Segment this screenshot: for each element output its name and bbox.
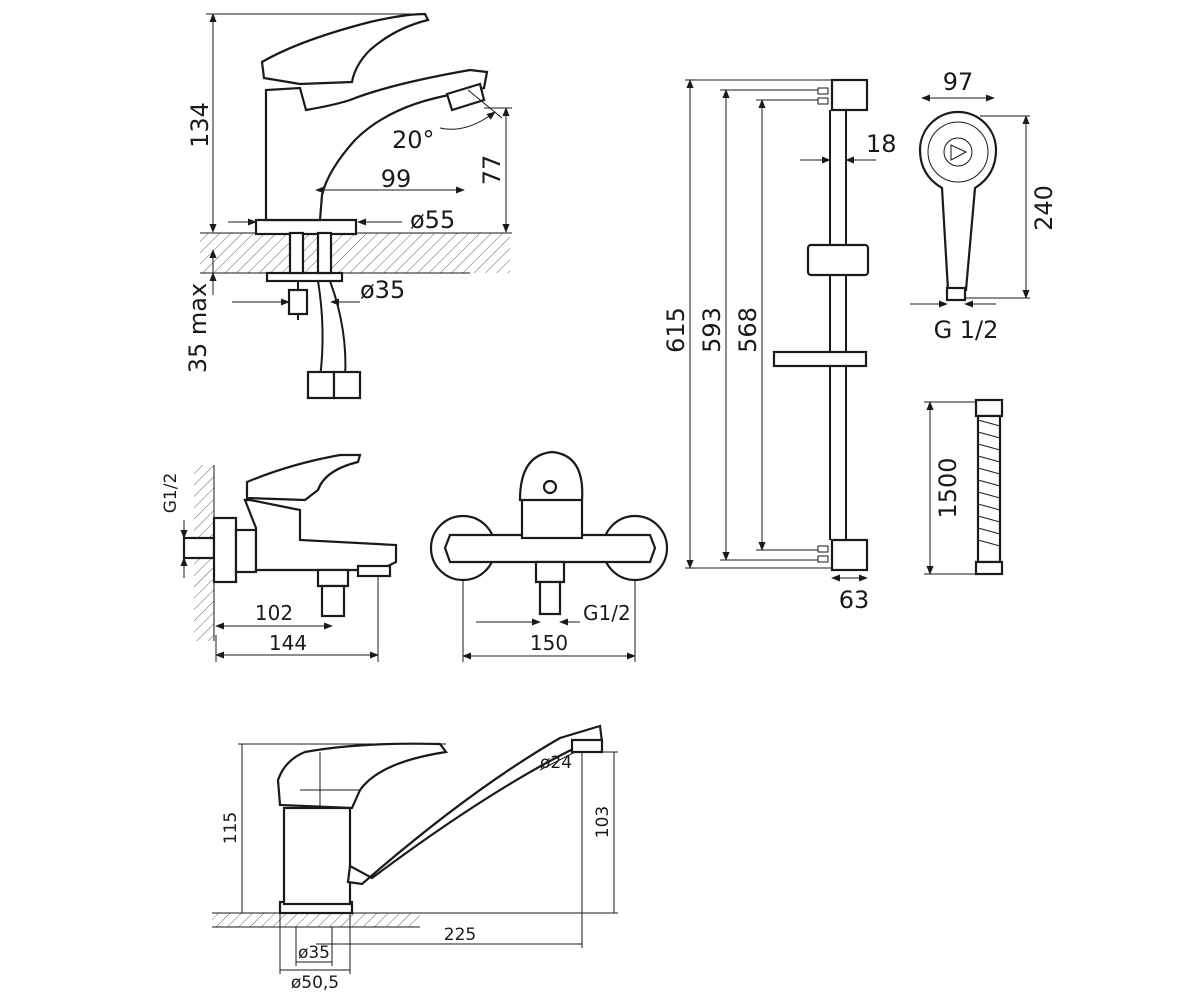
basin-reach-label: 99 [381,165,412,193]
sink-reach-label: 225 [444,925,476,945]
basin-angle-label: 20° [392,126,435,154]
shower-length-label: 240 [1030,185,1058,231]
rail-top-screws-icon [817,87,829,105]
bath-mixer-side-drawing: G1/2 102 144 [161,453,398,662]
rail-offset-label: 18 [866,130,897,158]
shower-head-diameter-label: 97 [943,68,974,96]
basin-mixer-drawing: 134 20° 99 77 ø55 ø35 35 max [184,12,512,400]
basin-base-diameter-label: ø55 [410,206,455,234]
bath-mixer-front-drawing: G1/2 150 [429,450,669,662]
rail-length-label: 568 [734,307,762,353]
bath-depth-label: 144 [269,631,307,655]
shower-thread-label: G 1/2 [934,316,999,344]
sink-spout-height-label: 103 [593,806,613,838]
hose-length-label: 1500 [934,457,962,518]
basin-max-thickness-label: 35 max [184,283,212,373]
hose-drawing: 1500 [924,398,1004,576]
sink-height-label: 115 [221,812,241,844]
bath-inlet-thread-label: G1/2 [161,473,181,514]
bath-outlet-thread-label: G1/2 [583,601,631,625]
rail-bracket-height-label: 593 [698,307,726,353]
bath-offset-label: 102 [255,601,293,625]
basin-height-label: 134 [186,102,214,148]
hand-shower-drawing: 97 240 G 1/2 [910,68,1058,344]
shower-rail-drawing: 615 593 568 18 63 [662,78,897,614]
sink-mixer-drawing: 115 103 ø24 225 ø35 ø50,5 [212,724,618,993]
sink-aerator-diameter-label: ø24 [540,753,572,773]
bath-width-label: 150 [530,631,568,655]
sink-shank-diameter-label: ø35 [298,943,330,963]
basin-spout-height-label: 77 [478,155,506,186]
rail-bracket-depth-label: 63 [839,586,870,614]
rail-bottom-screws-icon [817,545,829,563]
rail-total-height-label: 615 [662,307,690,353]
sink-base-diameter-label: ø50,5 [291,973,339,993]
basin-shank-diameter-label: ø35 [360,276,405,304]
